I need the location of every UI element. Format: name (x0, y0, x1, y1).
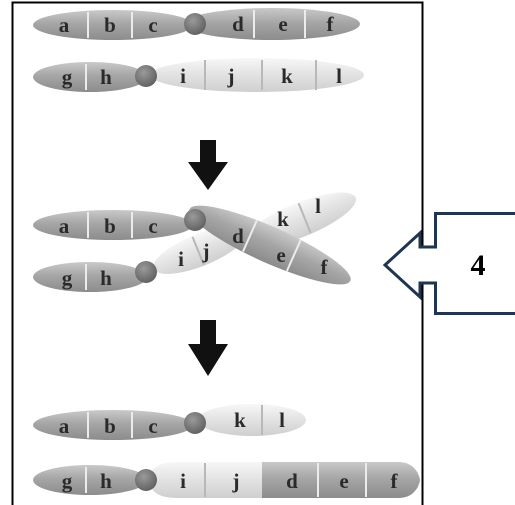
gene-label: i (178, 247, 184, 271)
gene-label: k (234, 408, 246, 432)
gene-label: j (202, 239, 210, 263)
band-line (191, 236, 205, 266)
gene-label: j (232, 469, 240, 493)
chromatid-arm-def (189, 205, 351, 285)
gene-label: c (148, 414, 157, 438)
stage-2: a b c d e f g h i j k l (33, 192, 356, 292)
gene-label: i (180, 469, 186, 493)
gene-label: g (62, 65, 73, 89)
gene-label: b (104, 414, 116, 438)
gene-label: d (232, 224, 244, 248)
down-arrow-icon (188, 140, 228, 190)
gene-label: e (276, 243, 285, 267)
chromatid-arm-gh (33, 62, 147, 92)
gene-label: b (104, 13, 116, 37)
gene-label: h (100, 65, 112, 89)
chromatid-arm-abc (33, 10, 193, 40)
chromatid-segment-def (262, 462, 420, 498)
gene-label: f (391, 469, 399, 493)
gene-label: e (339, 469, 348, 493)
stage-1-chromosome-top: a b c d e f (33, 8, 360, 40)
stage-1: a b c d e f g h i j k l (33, 8, 364, 92)
centromere (184, 13, 206, 35)
gene-label: a (59, 414, 70, 438)
gene-label: f (321, 255, 329, 279)
gene-label: a (59, 13, 70, 37)
gene-label: e (278, 12, 287, 36)
gene-label: h (100, 266, 112, 290)
gene-label: g (62, 266, 73, 290)
gene-label: c (148, 214, 157, 238)
chromatid-arm-kl (198, 404, 306, 436)
gene-label: g (62, 469, 73, 493)
gene-label: a (59, 214, 70, 238)
gene-label: j (227, 64, 235, 88)
callout-label: 4 (471, 249, 486, 282)
centromere (135, 469, 157, 491)
gene-label: d (232, 12, 244, 36)
gene-label: l (279, 408, 285, 432)
down-arrow-icon (188, 320, 228, 376)
centromere (135, 65, 157, 87)
gene-label: l (315, 194, 321, 218)
stage-3: a b c k l g h i j d e f (33, 404, 420, 498)
gene-label: b (104, 214, 116, 238)
band-line (285, 239, 302, 272)
gene-label: f (327, 12, 335, 36)
gene-label: h (100, 469, 112, 493)
callout-box: 4 (382, 212, 515, 315)
gene-label: k (281, 64, 293, 88)
chromatid-arm-ijkl (150, 58, 364, 92)
centromere (184, 209, 206, 231)
chromatid-arm-def (184, 8, 360, 40)
chromatid-arm-gh (33, 465, 147, 495)
centromere (135, 261, 157, 283)
band-line (242, 220, 258, 252)
callout-arrow-outline (382, 212, 515, 315)
stage-3-chromosome-bottom: g h i j d e f (33, 462, 420, 498)
chromatid-arm-abc (33, 410, 193, 440)
centromere (184, 412, 206, 434)
gene-label: c (148, 13, 157, 37)
chromatid-arm-abc (33, 210, 193, 240)
gene-label: i (180, 64, 186, 88)
band-line (297, 202, 312, 234)
gene-label: d (286, 469, 298, 493)
stage-1-chromosome-bottom: g h i j k l (33, 58, 364, 92)
gene-label: k (277, 207, 289, 231)
stage-3-chromosome-top: a b c k l (33, 404, 306, 440)
chromatid-arm-gh (33, 262, 147, 292)
gene-label: l (336, 64, 342, 88)
